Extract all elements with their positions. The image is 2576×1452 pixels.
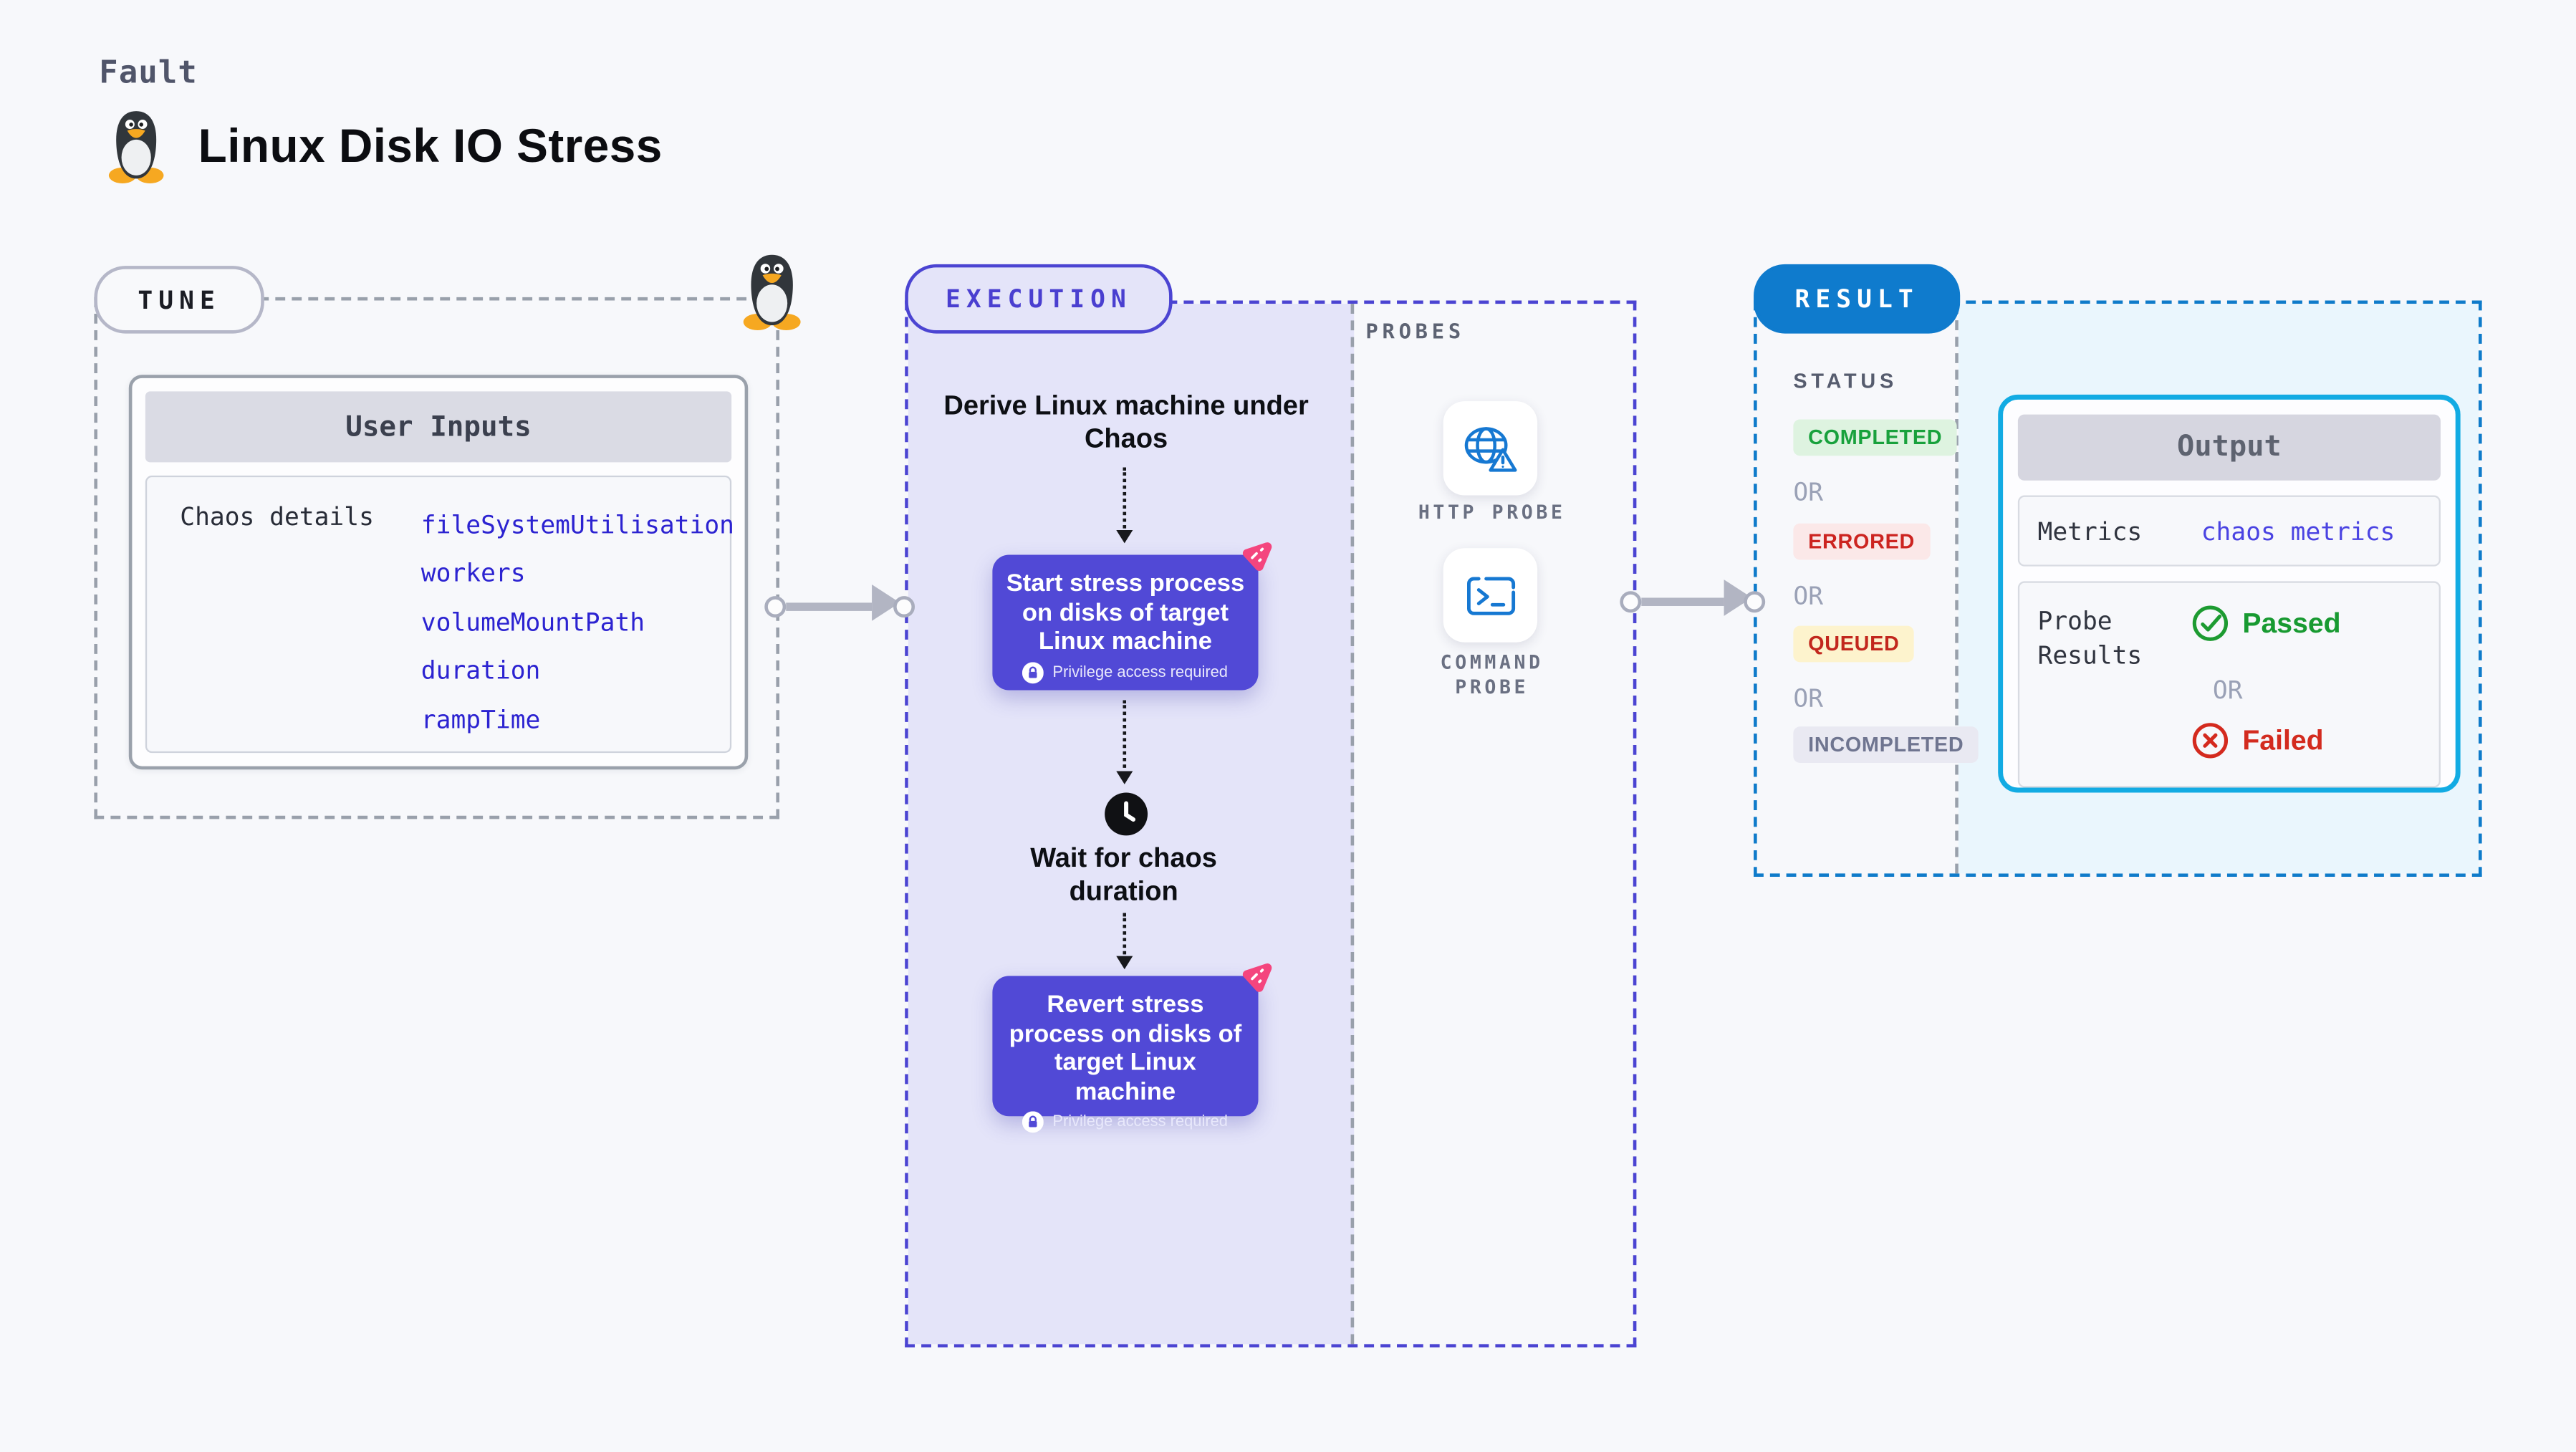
probes-section-label: PROBES — [1365, 318, 1466, 344]
or-separator: OR — [1793, 683, 1824, 713]
lock-icon — [1022, 1111, 1044, 1133]
revert-stress-text: Revert stress process on disks of target… — [1009, 991, 1242, 1106]
output-card: Output Metrics chaos metrics Probe Resul… — [1998, 394, 2461, 793]
connector-endpoint — [1620, 591, 1642, 613]
metrics-value: chaos metrics — [2201, 516, 2395, 546]
user-inputs-card: User Inputs Chaos details fileSystemUtil… — [128, 375, 749, 770]
status-badge-completed: COMPLETED — [1793, 419, 1958, 456]
status-badge-errored: ERRORED — [1793, 523, 1930, 560]
status-badge-queued: QUEUED — [1793, 625, 1915, 663]
clock-icon — [1105, 792, 1148, 836]
or-separator: OR — [1793, 581, 1824, 611]
connector-line — [786, 602, 873, 611]
page-title-row: Linux Disk IO Stress — [102, 109, 663, 185]
passed-result: Passed — [2191, 605, 2341, 643]
connector-endpoint — [764, 596, 787, 618]
input-value: workers — [420, 559, 526, 589]
tune-pill: TUNE — [94, 266, 264, 334]
privilege-row: Privilege access required — [992, 1111, 1258, 1133]
privilege-label: Privilege access required — [1052, 663, 1229, 681]
linux-tux-icon — [108, 111, 164, 183]
probe-results-label: Probe Results — [2037, 605, 2143, 670]
tune-section-box — [94, 297, 780, 819]
execution-section-box — [905, 300, 1637, 1347]
flow-arrow-down-icon — [1115, 700, 1133, 784]
http-probe-card — [1443, 401, 1538, 496]
output-header: Output — [2017, 414, 2441, 481]
terminal-icon — [1466, 576, 1514, 615]
fault-eyebrow-label: Fault — [99, 54, 198, 91]
page-title: Linux Disk IO Stress — [198, 120, 663, 173]
user-inputs-header: User Inputs — [145, 391, 732, 463]
status-label: STATUS — [1793, 370, 1898, 393]
flow-arrow-down-icon — [1115, 467, 1133, 544]
connector-line — [1641, 597, 1724, 606]
lock-icon — [1022, 661, 1044, 683]
http-probe-label: HTTP PROBE — [1418, 500, 1566, 524]
probe-results-row: Probe Results Passed OR Failed — [2017, 581, 2441, 788]
connector-endpoint — [893, 596, 915, 618]
chaos-experiment-icon — [1242, 963, 1272, 992]
check-circle-icon — [2192, 605, 2229, 641]
start-stress-text: Start stress process on disks of target … — [1006, 569, 1245, 656]
input-value: fileSystemUtilisation — [420, 510, 734, 540]
input-value: volumeMountPath — [420, 607, 645, 638]
input-value: duration — [420, 655, 541, 686]
chaos-input-values: fileSystemUtilisation workers volumeMoun… — [421, 502, 734, 745]
metrics-row: Metrics chaos metrics — [2017, 495, 2441, 567]
privilege-row: Privilege access required — [992, 661, 1258, 683]
linux-tux-icon — [743, 254, 801, 331]
passed-label: Passed — [2242, 607, 2341, 638]
status-badge-incompleted: INCOMPLETED — [1793, 726, 1979, 763]
chaos-experiment-icon — [1242, 542, 1272, 571]
x-circle-icon — [2192, 723, 2229, 759]
globe-alert-icon — [1464, 426, 1517, 471]
or-separator: OR — [1793, 477, 1824, 507]
execution-pill: EXECUTION — [905, 264, 1173, 334]
failed-label: Failed — [2242, 723, 2324, 756]
connector-endpoint — [1744, 591, 1766, 613]
derive-step-text: Derive Linux machine under Chaos — [943, 391, 1309, 454]
failed-result: Failed — [2191, 721, 2324, 759]
input-value: rampTime — [420, 704, 541, 734]
command-probe-label: COMMAND PROBE — [1440, 650, 1544, 699]
or-separator: OR — [2212, 675, 2243, 706]
wait-step-text: Wait for chaos duration — [1030, 843, 1217, 907]
command-probe-card — [1443, 548, 1538, 643]
user-inputs-body: Chaos details fileSystemUtilisation work… — [145, 475, 734, 754]
revert-stress-node: Revert stress process on disks of target… — [992, 963, 1272, 1133]
status-column — [1757, 304, 1959, 874]
start-stress-node: Start stress process on disks of target … — [992, 542, 1272, 691]
chaos-details-label: Chaos details — [180, 501, 374, 532]
privilege-label: Privilege access required — [1052, 1112, 1229, 1132]
result-pill: RESULT — [1754, 264, 1961, 334]
metrics-label: Metrics — [2037, 516, 2143, 546]
flow-arrow-down-icon — [1115, 913, 1133, 970]
